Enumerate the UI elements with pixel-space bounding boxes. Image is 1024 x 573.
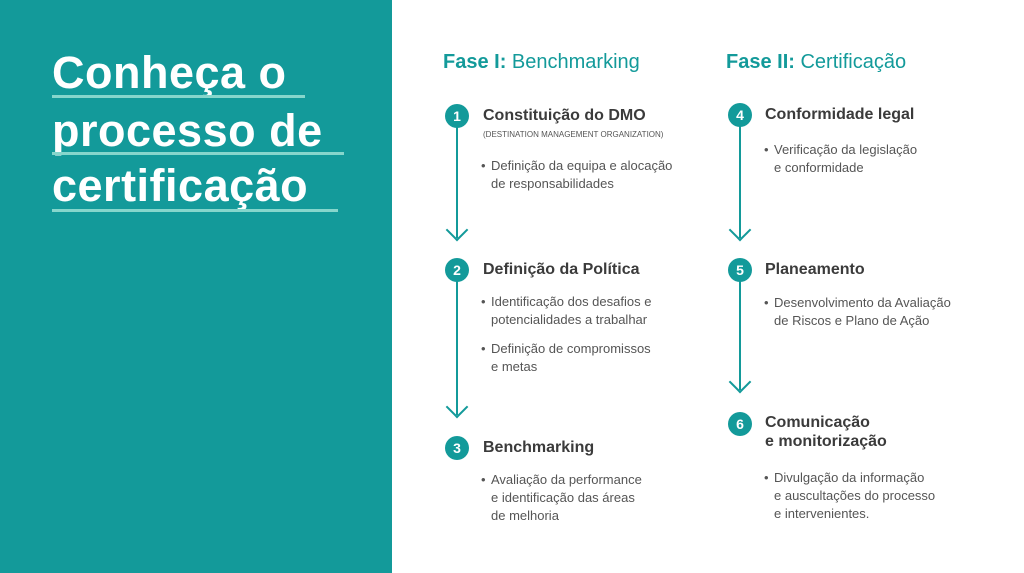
bullet-line: Divulgação da informação: [774, 470, 925, 485]
phase-label: Fase I:: [443, 51, 507, 73]
step-number: 2: [445, 258, 469, 282]
title-line-2: processo de: [52, 105, 323, 156]
step-subtitle: (DESTINATION MANAGEMENT ORGANIZATION): [483, 130, 664, 139]
step-number: 6: [728, 412, 752, 436]
phase-name: Benchmarking: [511, 51, 640, 73]
bullet-line: e conformidade: [774, 160, 864, 175]
arrow-down-icon: [445, 218, 469, 242]
arrow-down-icon: [445, 395, 469, 419]
bullet-line: Identificação dos desafios e: [491, 294, 652, 309]
arrow-down-icon: [728, 218, 752, 242]
flow-line: [739, 275, 741, 390]
bullet-line: de melhoria: [491, 508, 559, 523]
step-title: Conformidade legal: [765, 106, 915, 123]
title-underline: [52, 95, 305, 98]
title-line: e monitorização: [765, 433, 887, 450]
title-line-1: Conheça o: [52, 47, 287, 98]
phase-2-heading: Fase II: Certificação: [726, 51, 906, 74]
step-number: 5: [728, 258, 752, 282]
step-number: 3: [445, 436, 469, 460]
title-underline: [52, 152, 344, 155]
bullet-line: Definição da equipa e alocação: [491, 158, 673, 173]
step-bullet: Definição da equipa e alocação de respons…: [481, 157, 672, 193]
phase-name: Certificação: [800, 51, 907, 73]
title-line: Comunicação: [765, 414, 870, 431]
bullet-line: de responsabilidades: [491, 176, 614, 191]
step-title: Constituição do DMO: [483, 107, 646, 124]
step-bullet: Divulgação da informação e auscultações d…: [764, 469, 935, 523]
step-bullet: Identificação dos desafios e potencialida…: [481, 293, 651, 329]
bullet-line: Desenvolvimento da Avaliação: [774, 295, 951, 310]
bullet-line: e identificação das áreas: [491, 490, 635, 505]
title-panel: Conheça o processo de certificação: [0, 0, 392, 573]
bullet-line: potencialidades a trabalhar: [491, 312, 648, 327]
step-title: Definição da Política: [483, 261, 640, 278]
bullet-line: Avaliação da performance: [491, 472, 642, 487]
bullet-line: e metas: [491, 359, 538, 374]
bullet-line: e auscultações do processo: [774, 488, 936, 503]
step-bullet: Definição de compromissos e metas: [481, 340, 651, 376]
phase-label: Fase II:: [726, 51, 795, 73]
bullet-line: Definição de compromissos: [491, 341, 651, 356]
bullet-line: de Riscos e Plano de Ação: [774, 313, 930, 328]
arrow-down-icon: [728, 370, 752, 394]
step-title: Planeamento: [765, 261, 865, 278]
title-line-3: certificação: [52, 160, 309, 211]
title-underline: [52, 209, 338, 212]
step-bullet: Verificação da legislação e conformidade: [764, 141, 917, 177]
flow-line: [456, 275, 458, 415]
bullet-line: Verificação da legislação: [774, 142, 918, 157]
bullet-line: e intervenientes.: [774, 506, 870, 521]
step-title: Comunicação e monitorização: [765, 413, 887, 451]
step-number: 1: [445, 104, 469, 128]
flow-line: [739, 120, 741, 238]
flow-line: [456, 120, 458, 238]
step-bullet: Avaliação da performance e identificação …: [481, 471, 642, 525]
step-title: Benchmarking: [483, 439, 595, 456]
step-number: 4: [728, 103, 752, 127]
phase-1-heading: Fase I: Benchmarking: [443, 51, 640, 74]
step-bullet: Desenvolvimento da Avaliação de Riscos e …: [764, 294, 951, 330]
